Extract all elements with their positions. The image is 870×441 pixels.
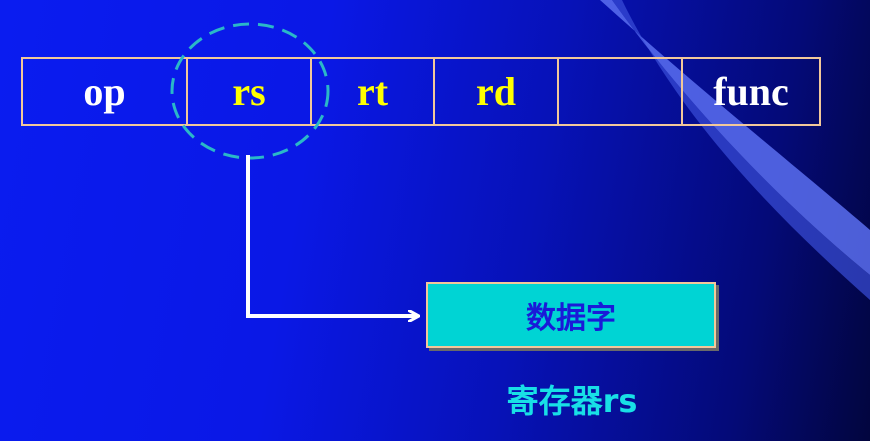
field-shamt bbox=[559, 59, 683, 124]
field-rs-label: rs bbox=[232, 68, 266, 114]
register-label: 寄存器rs bbox=[506, 382, 638, 420]
field-rd: rd bbox=[435, 59, 559, 124]
field-func-label: func bbox=[713, 68, 789, 114]
field-rd-label: rd bbox=[476, 68, 516, 114]
field-func: func bbox=[683, 59, 819, 124]
register-box: 数据字 bbox=[426, 282, 716, 348]
register-content: 数据字 bbox=[526, 301, 616, 336]
field-rs: rs bbox=[188, 59, 312, 124]
field-rt-label: rt bbox=[356, 68, 389, 114]
field-rt: rt bbox=[312, 59, 435, 124]
field-op-label: op bbox=[83, 68, 126, 114]
instruction-format-row: op rs rt rd func bbox=[21, 57, 821, 126]
field-op: op bbox=[23, 59, 188, 124]
